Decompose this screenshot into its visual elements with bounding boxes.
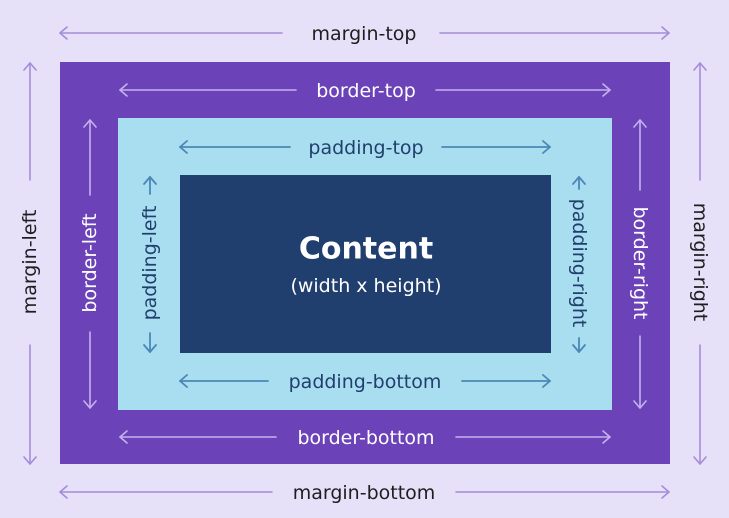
border-bottom-label: border-bottom: [297, 427, 435, 449]
padding-left-label: padding-left: [139, 205, 161, 321]
border-left-label: border-left: [79, 213, 101, 313]
padding-bottom-label: padding-bottom: [288, 371, 442, 393]
content-subtitle: (width x height): [290, 275, 442, 297]
border-right-label: border-right: [629, 206, 651, 320]
margin-left-label: margin-left: [19, 209, 41, 315]
border-top-label: border-top: [316, 80, 416, 102]
margin-bottom-label: margin-bottom: [292, 482, 436, 504]
margin-arrows: [23, 26, 707, 499]
content-area: [180, 175, 551, 353]
border-arrows: [83, 83, 647, 444]
padding-arrows: [143, 140, 586, 388]
content-title: Content: [298, 231, 434, 267]
padding-top-label: padding-top: [308, 137, 424, 159]
margin-top-label: margin-top: [311, 23, 417, 45]
margin-right-label: margin-right: [689, 202, 711, 322]
padding-right-label: padding-right: [568, 198, 590, 328]
